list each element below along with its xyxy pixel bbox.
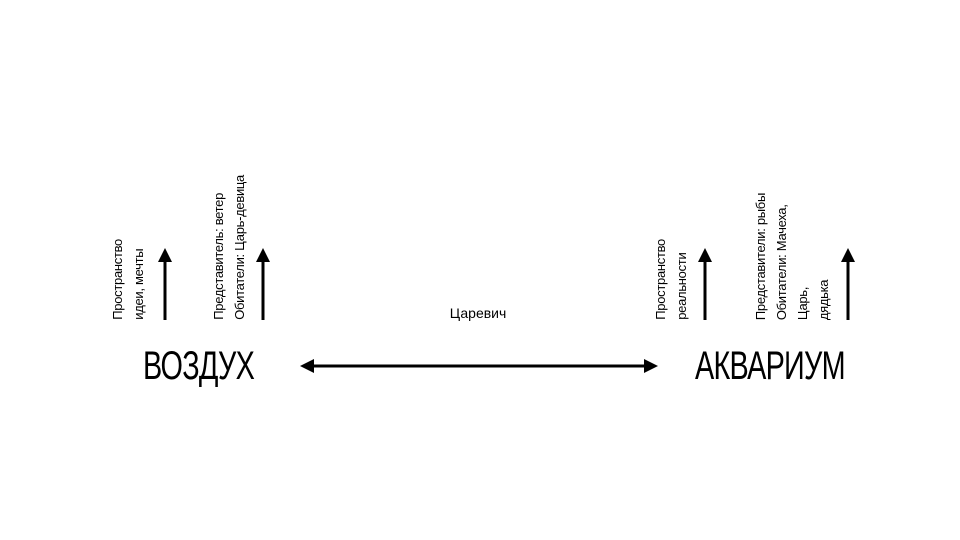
- right-inhabitants-label: Представители: рыбы Обитатели: Мачеха, Ц…: [750, 193, 834, 320]
- label-line: Царь,: [795, 286, 810, 320]
- up-arrow-icon: [256, 248, 270, 320]
- left-inhabitants-label: Представитель: ветер Обитатели: Царь-дев…: [208, 175, 250, 320]
- label-line: реальности: [674, 252, 689, 320]
- label-line: Обитатели: Царь-девица: [232, 175, 247, 320]
- label-line: Пространство: [653, 239, 668, 320]
- up-arrow-icon: [158, 248, 172, 320]
- label-line: Представитель: ветер: [211, 193, 226, 320]
- label-line: Обитатели: Мачеха,: [774, 204, 789, 320]
- label-line: идеи, мечты: [131, 248, 146, 320]
- air-title: ВОЗДУХ: [143, 344, 255, 388]
- connector-label: Царевич: [449, 305, 507, 321]
- label-line: Пространство: [110, 239, 125, 320]
- up-arrow-icon: [698, 248, 712, 320]
- left-space-label: Пространство идеи, мечты: [107, 239, 149, 320]
- right-space-label: Пространство реальности: [650, 239, 692, 320]
- label-line: дядька: [816, 279, 831, 320]
- label-line: Представители: рыбы: [753, 192, 768, 320]
- up-arrow-icon: [841, 248, 855, 320]
- aquarium-title: АКВАРИУМ: [695, 344, 846, 388]
